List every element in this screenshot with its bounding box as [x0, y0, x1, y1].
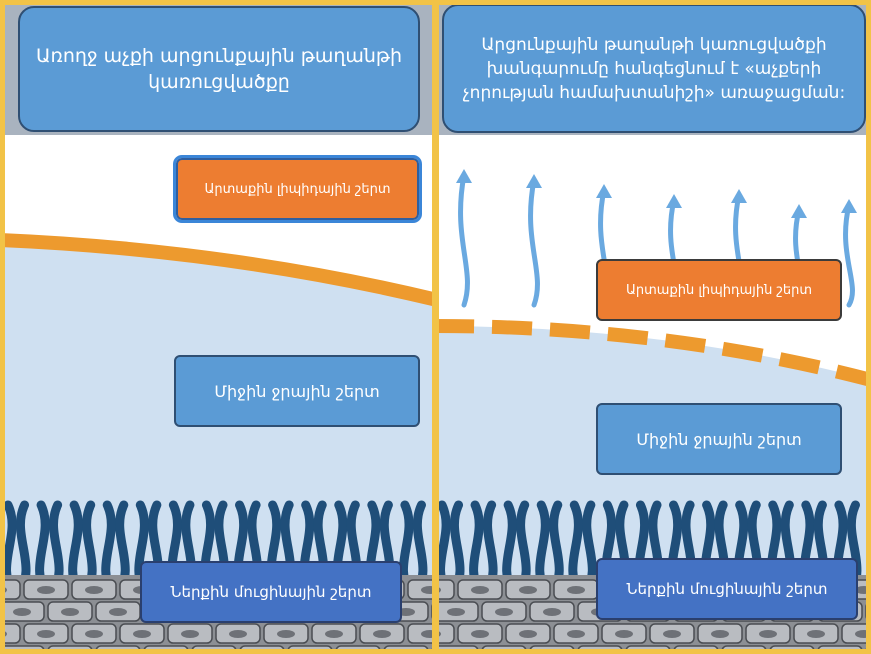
- arrow-head: [456, 169, 472, 183]
- left-aqueous-layer-label: Միջին ջրային շերտ: [174, 355, 420, 427]
- right-mucin-layer-label: Ներքին մուցինային շերտ: [596, 558, 858, 620]
- evaporation-arrow: [458, 172, 470, 308]
- arrow-head: [596, 184, 612, 198]
- cell-nucleus: [61, 608, 79, 616]
- evaporation-arrow: [843, 202, 855, 308]
- cell-nucleus: [471, 630, 489, 638]
- cell-nucleus: [519, 630, 537, 638]
- cell-nucleus: [181, 630, 199, 638]
- cell-nucleus: [543, 608, 561, 616]
- right-aqueous-layer-label: Միջին ջրային շերտ: [596, 403, 842, 475]
- right-lipid-layer-label: Արտաքին լիպիդային շերտ: [596, 259, 842, 321]
- lipid-layer-line: [0, 233, 437, 307]
- arrow-head: [841, 199, 857, 213]
- cell-nucleus: [37, 586, 55, 594]
- cell-nucleus: [759, 630, 777, 638]
- cell-nucleus: [325, 630, 343, 638]
- cell-nucleus: [133, 630, 151, 638]
- cell-nucleus: [519, 586, 537, 594]
- healthy-tear-film-panel: Առողջ աչքի արցունքային թաղանթի կառուցված…: [0, 0, 437, 654]
- arrow-head: [666, 194, 682, 208]
- epithelial-cell: [865, 645, 871, 654]
- left-lipid-layer-label[interactable]: Արտաքին լիպիդային շերտ: [173, 155, 422, 223]
- cell-nucleus: [13, 608, 31, 616]
- cell-nucleus: [447, 608, 465, 616]
- cell-nucleus: [495, 608, 513, 616]
- cell-nucleus: [277, 630, 295, 638]
- left-panel-title: Առողջ աչքի արցունքային թաղանթի կառուցված…: [18, 6, 420, 132]
- cell-nucleus: [567, 630, 585, 638]
- arrow-head: [791, 204, 807, 218]
- cell-nucleus: [373, 630, 391, 638]
- arrow-head: [731, 189, 747, 203]
- cell-nucleus: [807, 630, 825, 638]
- cell-nucleus: [85, 630, 103, 638]
- cell-nucleus: [663, 630, 681, 638]
- dry-eye-tear-film-panel: Արցունքային թաղանթի կառուցվածքի խանգարու…: [434, 0, 871, 654]
- epithelial-cell: [865, 601, 871, 622]
- evaporation-arrow: [528, 177, 540, 308]
- right-panel-title: Արցունքային թաղանթի կառուցվածքի խանգարու…: [442, 4, 866, 133]
- cell-nucleus: [567, 586, 585, 594]
- cell-nucleus: [85, 586, 103, 594]
- broken-lipid-layer-line: [434, 319, 871, 387]
- cell-nucleus: [711, 630, 729, 638]
- cell-nucleus: [471, 586, 489, 594]
- left-mucin-layer-label: Ներքին մուցինային շերտ: [140, 561, 402, 623]
- cell-nucleus: [109, 608, 127, 616]
- cell-nucleus: [615, 630, 633, 638]
- arrow-head: [526, 174, 542, 188]
- cell-nucleus: [37, 630, 55, 638]
- cell-nucleus: [229, 630, 247, 638]
